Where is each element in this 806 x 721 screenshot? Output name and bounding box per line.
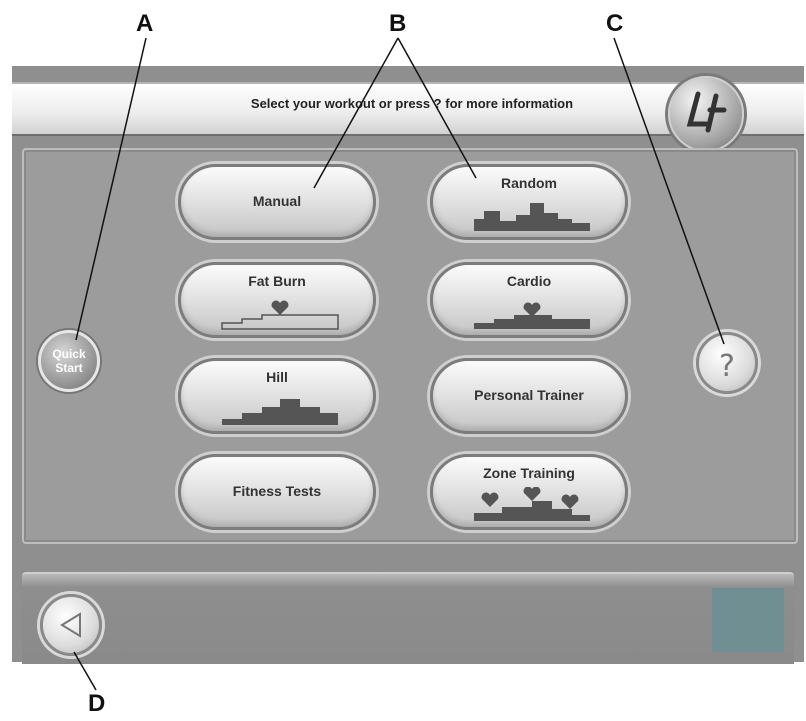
quick-start-button[interactable]: Quick Start [38,330,100,392]
manual-label: Manual [252,193,302,209]
workout-panel [22,148,798,544]
random-button[interactable]: Random [430,164,628,240]
fat-burn-label: Fat Burn [248,273,306,289]
manual-button[interactable]: Manual [178,164,376,240]
zone-training-button[interactable]: Zone Training [430,454,628,530]
hill-button[interactable]: Hill [178,358,376,434]
help-question-icon: ? [719,349,735,384]
callout-b: B [389,10,407,37]
bottom-bar [22,572,794,664]
heart-icon [523,302,541,317]
lf-logo-icon [668,76,744,152]
fat-burn-button[interactable]: Fat Burn [178,262,376,338]
status-display-box [712,588,784,652]
heart-icon [271,300,289,315]
zone-training-label: Zone Training [483,465,575,481]
callout-d: D [88,690,106,717]
heart-icon [561,494,579,509]
random-profile-icon [474,203,590,231]
back-button[interactable] [40,594,102,656]
zone-training-profile-icon [474,487,590,521]
fitness-tests-button[interactable]: Fitness Tests [178,454,376,530]
personal-trainer-label: Personal Trainer [474,387,584,403]
heart-icon [481,492,499,507]
hill-label: Hill [266,369,288,385]
quick-start-line1: Quick [52,347,86,361]
callout-a: A [136,10,154,37]
back-arrow-icon [60,612,81,638]
fitness-tests-label: Fitness Tests [232,483,322,499]
random-label: Random [501,175,557,191]
help-button[interactable]: ? [696,332,758,394]
cardio-label: Cardio [506,273,552,289]
header-bar: Select your workout or press ? for more … [12,76,804,152]
cardio-button[interactable]: Cardio [430,262,628,338]
header-instruction: Select your workout or press ? for more … [250,96,574,111]
callout-c: C [606,10,624,37]
personal-trainer-button[interactable]: Personal Trainer [430,358,628,434]
fat-burn-profile-icon [221,300,339,330]
quick-start-line2: Start [55,361,83,375]
hill-profile-icon [222,399,338,425]
cardio-profile-icon [474,302,590,329]
heart-icon [523,487,541,501]
